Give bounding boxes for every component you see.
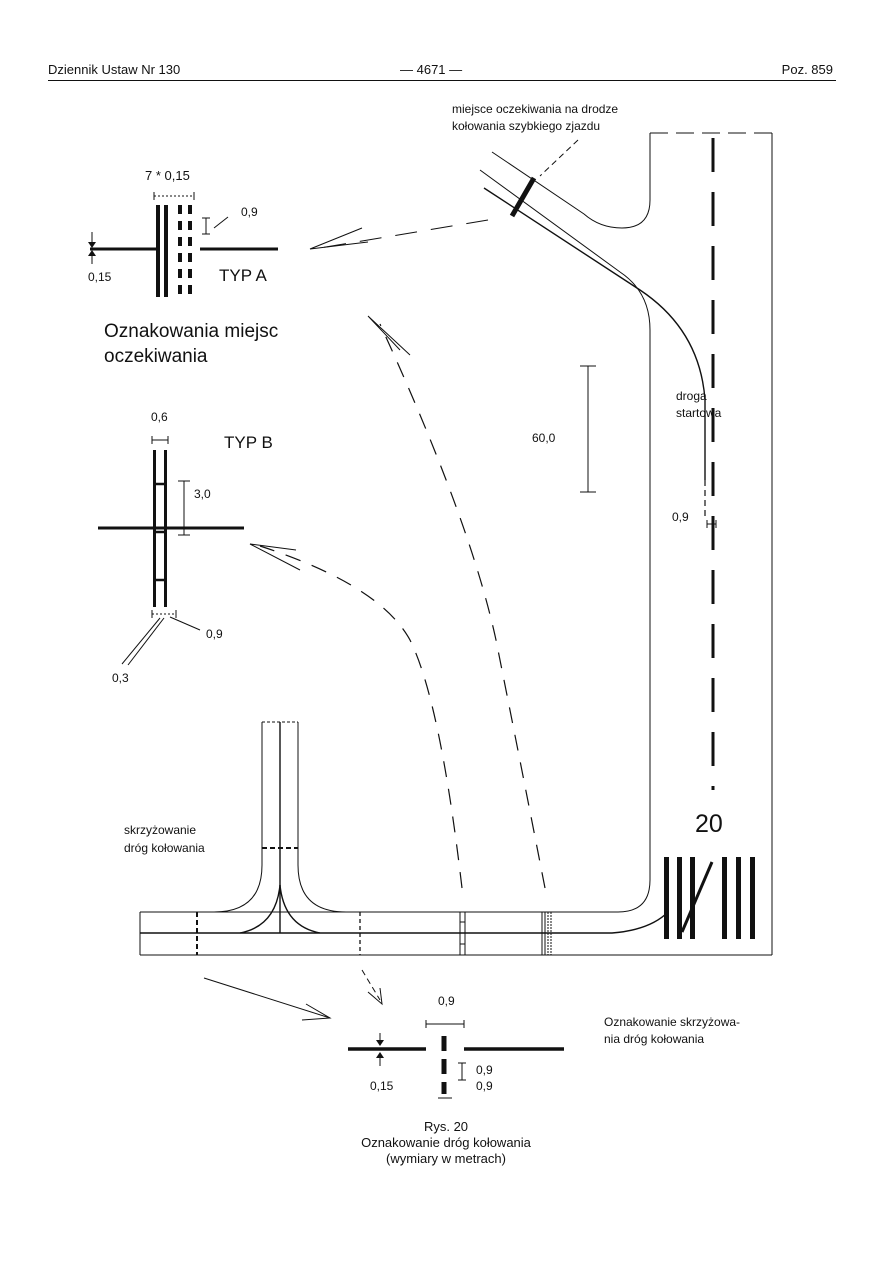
typ-a-dash-label: 0,9 [241, 205, 258, 219]
typ-b-gap-label: 0,9 [206, 627, 223, 641]
crossing-taxiway [196, 721, 552, 956]
int-line-label: 0,15 [370, 1079, 394, 1093]
typ-a-line-label: 0,15 [88, 270, 112, 284]
typ-a-detail [88, 192, 278, 297]
taxiway-left-edge [140, 169, 651, 913]
holding-marking-rapid-exit [509, 176, 537, 218]
rapid-exit-holding-label-2: kołowania szybkiego zjazdu [452, 119, 600, 133]
typ-b-spacing-label: 3,0 [194, 487, 211, 501]
threshold-bars [664, 857, 755, 939]
holding-marking-typ-b-on-taxiway [459, 911, 466, 956]
caption-units: (wymiary w metrach) [386, 1151, 506, 1166]
int-dash-width-label: 0,9 [438, 994, 455, 1008]
arrow-to-holding-markings [367, 315, 546, 889]
runway-designator: 20 [695, 810, 723, 838]
typ-a-label: TYP A [219, 266, 268, 285]
caption-title: Oznakowanie dróg kołowania [361, 1135, 532, 1150]
rapid-exit-holding-label-1: miejsce oczekiwania na drodze [452, 102, 618, 116]
intersection-detail [348, 1020, 564, 1099]
holding-markings-title-2: oczekiwania [104, 346, 208, 367]
rapid-exit-taxiway [139, 169, 706, 956]
int-dash-length-label: 0,9 [476, 1063, 493, 1077]
runway-centerline-width-label: 0,9 [672, 510, 689, 524]
runway-centerline-width-tick [706, 520, 717, 528]
taxiway-centerline [140, 911, 669, 934]
scale-length-label: 60,0 [532, 431, 556, 445]
intersection-label-1: skrzyżowanie [124, 823, 196, 837]
typ-b-label: TYP B [224, 433, 273, 452]
rapid-exit-holding-leader [539, 139, 579, 177]
arrow-to-typ-a [309, 219, 489, 250]
intersection-marking-label-2: nia dróg kołowania [604, 1032, 704, 1046]
intersection-marking-label-1: Oznakowanie skrzyżowa- [604, 1015, 740, 1029]
rapid-exit-inner-edge [491, 133, 651, 229]
runway-outline [491, 132, 773, 956]
typ-a-width-label: 7 * 0,15 [145, 168, 190, 183]
holding-markings-title-1: Oznakowania miejsc [104, 321, 278, 342]
header-position: Poz. 859 [781, 62, 833, 77]
arrow-to-intersection-detail [203, 969, 383, 1021]
header-page-number: — 4671 — [400, 62, 463, 77]
typ-b-line-label: 0,3 [112, 671, 129, 685]
header-rule [48, 80, 836, 81]
rapid-exit-centerline [483, 187, 706, 480]
runway-label-1: droga [676, 389, 707, 403]
typ-b-detail [98, 436, 244, 666]
runway-label-2: startowa [676, 406, 722, 420]
caption-figure-number: Rys. 20 [424, 1119, 468, 1134]
holding-marking-typ-a-on-taxiway [541, 912, 552, 955]
scale-bar [580, 365, 596, 493]
intersection-label-2: dróg kołowania [124, 841, 205, 855]
typ-b-width-label: 0,6 [151, 410, 168, 424]
int-dash-gap-label: 0,9 [476, 1079, 493, 1093]
header-left: Dziennik Ustaw Nr 130 [48, 62, 181, 77]
arrow-to-typ-b [249, 543, 463, 889]
